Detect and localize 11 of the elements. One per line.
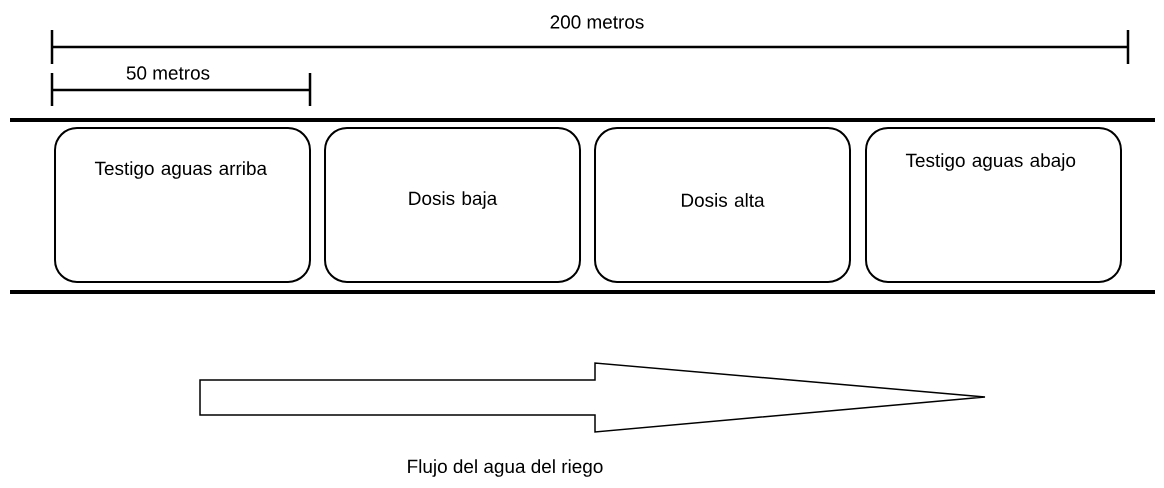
dimension-label: 200 metros — [550, 15, 644, 29]
box-label: Testigo aguas arriba — [94, 161, 268, 179]
plot-box — [865, 127, 1122, 283]
plot-box — [594, 127, 851, 283]
box-label: Dosis baja — [409, 191, 498, 209]
caption: Flujo del agua del riego — [408, 459, 603, 477]
box-label: Dosis alta — [681, 193, 765, 207]
plot-box — [324, 127, 581, 283]
dimension-label: 50 metros — [126, 66, 210, 80]
plot-box — [54, 127, 311, 283]
box-label: Testigo aguas abajo — [905, 153, 1076, 171]
